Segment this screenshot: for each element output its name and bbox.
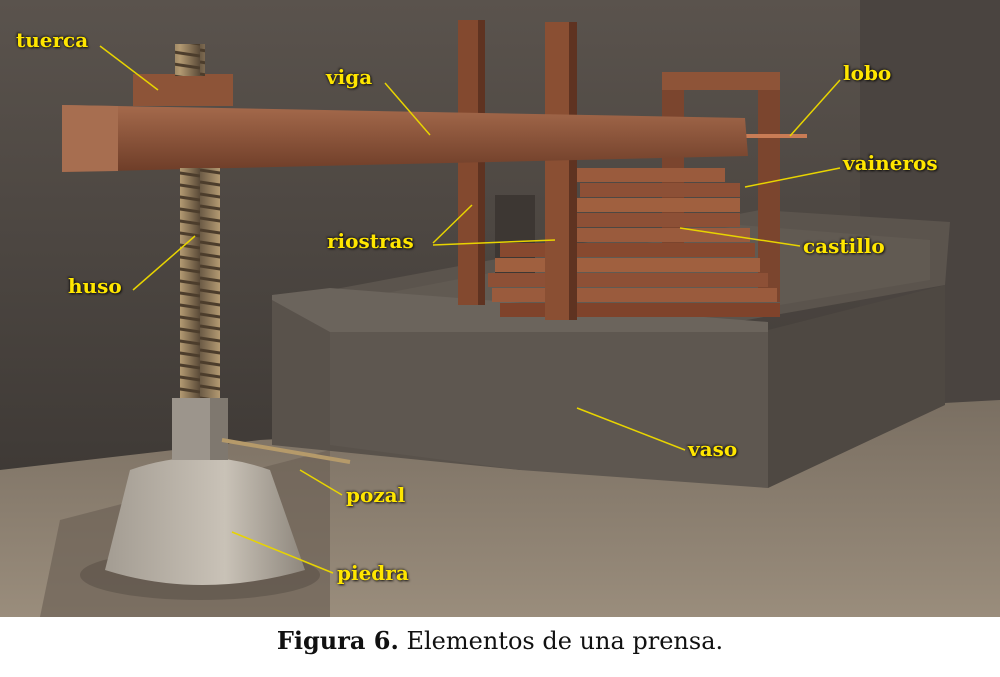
vat-right-wall <box>768 285 945 488</box>
leader-lobo <box>789 79 841 137</box>
label-lobo: lobo <box>843 61 892 85</box>
leader-pozal <box>299 469 343 496</box>
tuerca-top <box>175 44 205 76</box>
press-illustration <box>0 0 1000 617</box>
huso-screw <box>180 168 220 400</box>
label-castillo: castillo <box>803 234 885 258</box>
viga-end-face <box>62 105 118 172</box>
leader-vaso <box>576 407 686 451</box>
label-riostras: riostras <box>327 229 414 253</box>
label-tuerca: tuerca <box>16 28 89 52</box>
riostra-left-shade <box>478 20 485 305</box>
leader-viga <box>384 82 431 136</box>
riostra-right-shade <box>569 22 577 320</box>
label-vaso: vaso <box>688 437 738 461</box>
leader-tuerca <box>99 45 159 91</box>
viga-beam <box>62 105 748 172</box>
lobo-peg <box>745 134 807 138</box>
label-vaineros: vaineros <box>843 151 938 175</box>
leader-vaineros <box>744 167 841 188</box>
diagram-figure: tuerca viga lobo vaineros riostras casti… <box>0 0 1000 617</box>
vat-front-wall <box>330 330 768 488</box>
label-viga: viga <box>326 65 373 89</box>
caption-text: Elementos de una prensa. <box>406 627 724 655</box>
vainero-crossbar <box>662 72 780 90</box>
piedra-stone <box>105 457 305 585</box>
leader-riostras-b <box>432 239 556 246</box>
leader-huso <box>132 235 196 291</box>
pozal-rod <box>221 438 351 464</box>
leader-lines <box>99 45 841 574</box>
label-huso: huso <box>68 274 122 298</box>
tuerca-block <box>133 74 233 106</box>
leader-piedra <box>231 531 334 574</box>
label-pozal: pozal <box>346 483 406 507</box>
leader-castillo <box>679 227 801 247</box>
figure-caption: Figura 6. Elementos de una prensa. <box>0 626 1000 655</box>
label-piedra: piedra <box>337 561 409 585</box>
caption-number: Figura 6. <box>276 626 399 655</box>
vainero-post-right <box>758 72 780 302</box>
huso-collar-shade <box>210 398 228 460</box>
leader-riostras-a <box>432 204 473 244</box>
